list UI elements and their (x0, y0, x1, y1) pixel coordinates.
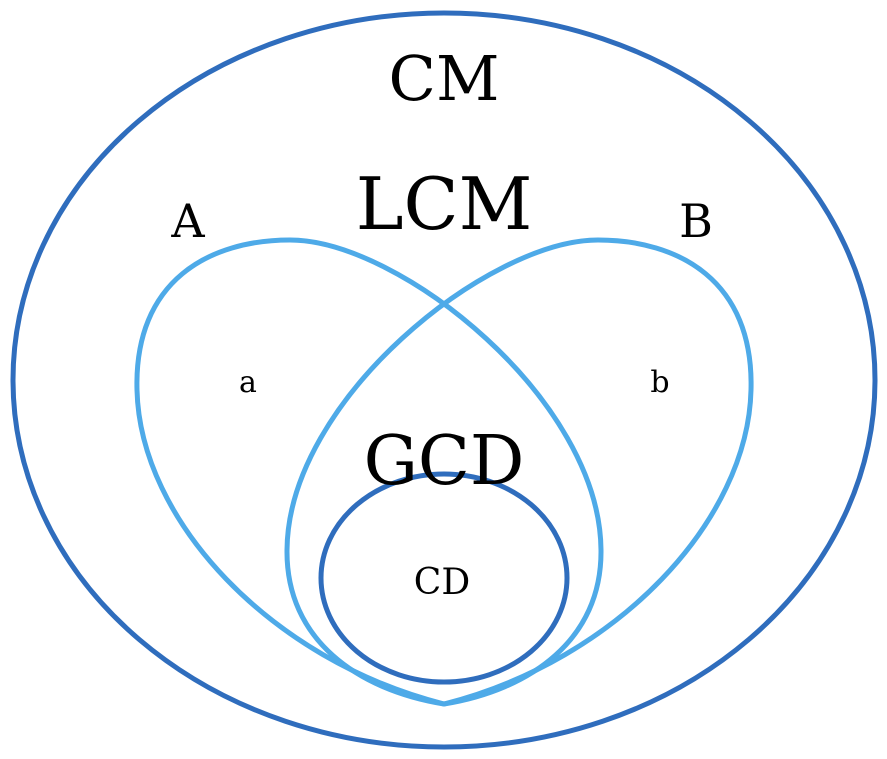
label-gcd: GCD (364, 422, 525, 501)
label-elem-a: a (239, 365, 257, 400)
common-multiples-ellipse (10, 10, 878, 750)
common-divisors-ellipse (318, 471, 570, 685)
label-cm: CM (389, 42, 500, 115)
label-set-a: A (170, 194, 205, 248)
label-cd: CD (414, 562, 470, 603)
set-b-teardrop (284, 237, 754, 707)
label-set-b: B (679, 194, 713, 248)
set-a-teardrop (134, 237, 604, 707)
label-elem-b: b (650, 365, 669, 400)
label-lcm: LCM (356, 162, 533, 246)
